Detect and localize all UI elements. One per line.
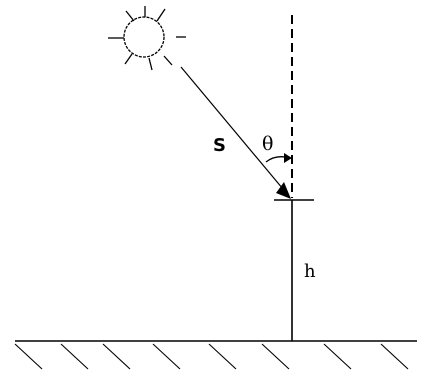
height-label-h: h xyxy=(304,261,316,282)
sun-ray-arrowhead xyxy=(276,182,291,199)
sun-ray-line xyxy=(180,66,289,196)
sun-disc xyxy=(123,16,165,58)
angle-arc-arrowhead xyxy=(284,153,292,163)
sun-rays xyxy=(108,6,186,71)
angle-label-theta: θ xyxy=(262,133,273,155)
sun-icon xyxy=(108,6,186,71)
ground-hatching xyxy=(14,343,409,370)
vector-label-s: S xyxy=(213,135,226,156)
